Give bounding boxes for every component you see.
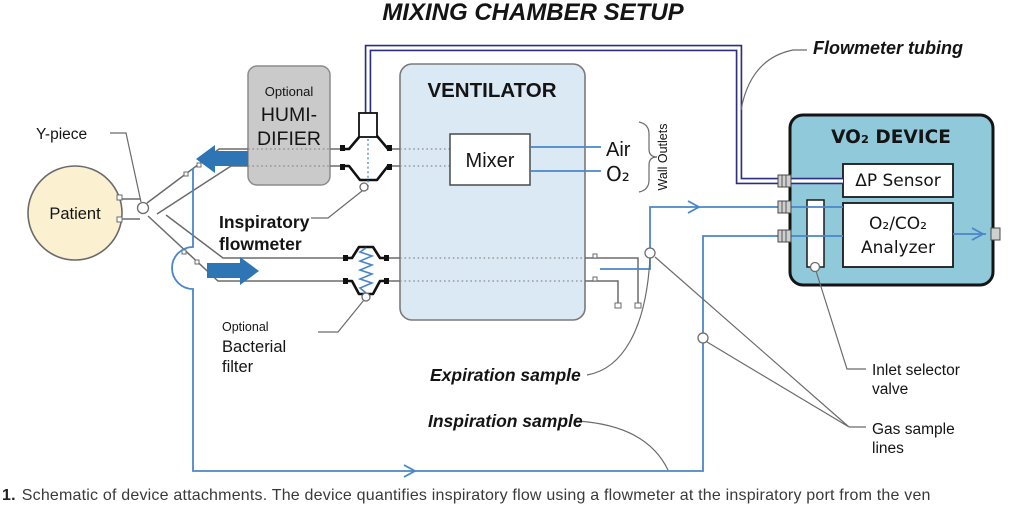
dp-sensor-label: ΔP Sensor [855,171,941,191]
bacterial-filter-label-line1: Bacterial [222,338,286,356]
inspiration-sample-label: Inspiration sample [428,411,583,431]
device-internal-lines [791,177,986,241]
air-label: Air [606,139,631,161]
inspiratory-flowmeter-label-line2: flowmeter [219,234,302,254]
ventilator-label: VENTILATOR [427,79,556,102]
analyzer-label-line2: Analyzer [861,238,935,258]
inspiratory-flowmeter-label-line1: Inspiratory [219,212,310,232]
patient-circle [27,165,123,261]
inlet-valve-node [809,261,821,273]
o2-label: O₂ [606,162,630,186]
inspiration-sample-callout [575,420,669,471]
inlet-valve-callout [815,270,866,370]
figure-caption-text: Schematic of device attachments. The dev… [21,487,931,504]
inspiration-tap-node [697,332,709,344]
callout-lines [110,49,866,471]
humidifier-box [247,65,331,186]
wall-outlet-lines [531,146,601,172]
bacterial-filter-label-line2: filter [222,358,254,376]
inspiratory-flowmeter-icon [340,112,392,192]
inspiration-sample-line [171,168,791,478]
y-piece-label: Y-piece [36,126,87,143]
bacterial-optional-label: Optional [222,320,269,334]
expiration-sample-label: Expiration sample [430,365,581,385]
wall-outlets-label: Wall Outlets [656,124,670,191]
expiration-sample-line [600,200,791,270]
dp-sensor-box [842,163,954,198]
inspiratory-flow-arrow [196,145,248,173]
inspiratory-flowmeter-callout [311,190,363,219]
expiration-sample-callout [586,257,651,376]
outlet-arrowhead [971,227,985,241]
inlet-valve-label-line2: valve [872,381,908,398]
mixer-label: Mixer [466,150,515,172]
inspiration-arrowhead [403,464,417,478]
wall-outlets-brace [638,121,658,193]
flowmeter-tubing-line [364,44,791,185]
humidifier-label-line2: DIFIER [257,128,321,150]
flowmeter-tubing-callout [740,49,807,111]
gas-sample-label-line2: lines [872,440,904,457]
inlet-valve-label-line1: Inlet selector [872,362,960,379]
y-piece-callout [110,132,142,203]
inlet-selector-valve-icon [806,199,825,268]
humidifier-optional-label: Optional [265,84,314,99]
gas-sample-label-line1: Gas sample [872,421,955,438]
vo2-device-label: VO₂ DEVICE [831,127,951,148]
ventilator-box [399,63,586,321]
mixer-box [449,133,531,186]
bacterial-filter-icon [343,245,389,302]
bacterial-filter-callout [318,299,365,333]
device-ports [777,174,1001,243]
page-title: MIXING CHAMBER SETUP [382,0,684,26]
analyzer-label-line1: O₂/CO₂ [869,214,927,234]
y-piece-connector [136,201,150,215]
figure-number: 1. [2,487,16,504]
flowmeter-tubing-label: Flowmeter tubing [813,38,963,58]
diagram-canvas: MIXING CHAMBER SETUP Flowmeter tubing Y-… [27,0,1001,478]
analyzer-box [842,202,954,268]
gas-sample-lines-callout [654,256,866,428]
figure-caption: 1. Schematic of device attachments. The d… [2,487,1024,505]
expiration-arrowhead [687,200,701,214]
expiration-tap-node [644,247,656,259]
humidifier-label-line1: HUMI- [261,104,317,126]
patient-label: Patient [49,205,101,223]
expiratory-flow-arrow [207,257,259,285]
